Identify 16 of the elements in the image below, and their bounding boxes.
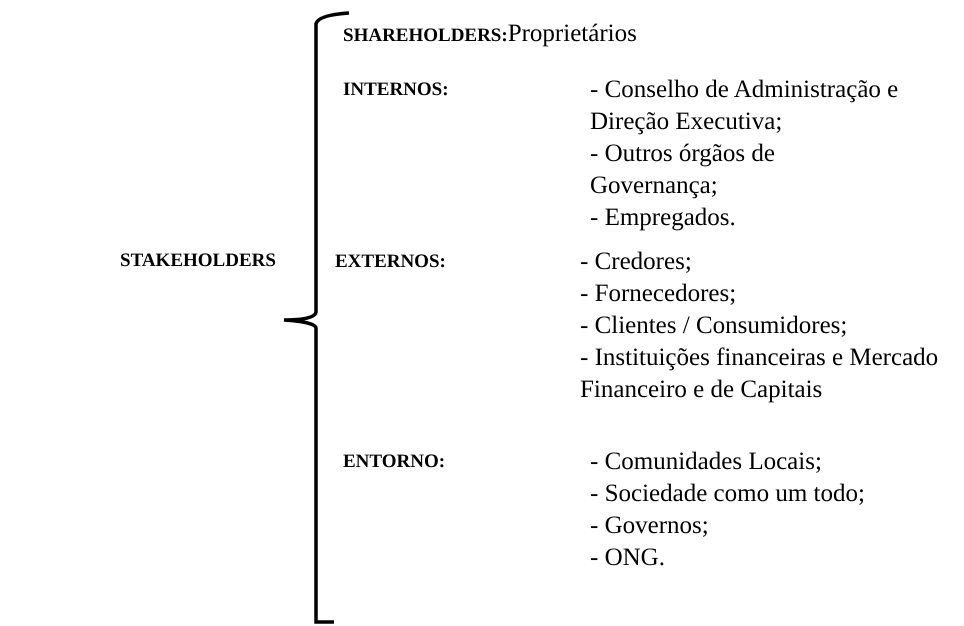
list-item: - Instituições financeiras e Mercado Financeiro e de Capitais (580, 343, 940, 405)
stakeholders-label: STAKEHOLDERS (120, 249, 276, 273)
list-item: - Clientes / Consumidores; (580, 311, 848, 341)
list-item: - Conselho de Administração e Direção Executiva; (590, 75, 900, 137)
category-label: INTERNOS: (343, 78, 449, 102)
list-item: - Comunidades Locais; (590, 447, 822, 477)
list-item: - Credores; (580, 247, 692, 277)
shareholders-label: SHAREHOLDERS:Proprietários (343, 19, 637, 49)
list-item: - Outros órgãos de Governança; (590, 139, 776, 201)
list-item: - Fornecedores; (580, 279, 736, 309)
list-item: - Sociedade como um todo; (590, 479, 865, 509)
list-item: - ONG. (590, 543, 665, 573)
list-item: - Empregados. (590, 203, 736, 233)
category-label: EXTERNOS: (335, 250, 446, 274)
category-label: ENTORNO: (343, 450, 446, 474)
list-item: - Governos; (590, 511, 709, 541)
